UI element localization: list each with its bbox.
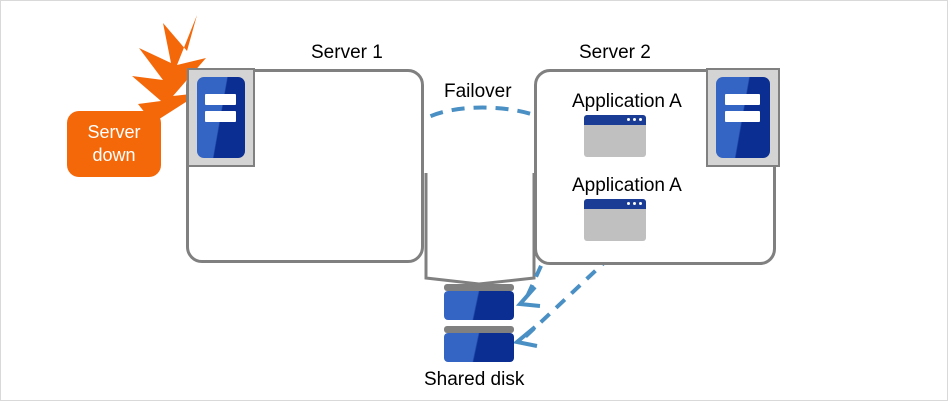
server-icon-body bbox=[716, 77, 770, 158]
server-icon-bar bbox=[204, 111, 237, 122]
disk-top-bar bbox=[444, 326, 514, 333]
application-window-icon[interactable] bbox=[584, 199, 646, 241]
server-down-line2: down bbox=[92, 145, 136, 165]
application-window-icon[interactable] bbox=[584, 115, 646, 157]
failover-label: Failover bbox=[444, 81, 512, 102]
disk-top-bar bbox=[444, 284, 514, 291]
server-icon-bar bbox=[724, 94, 761, 105]
server-icon-body bbox=[197, 77, 245, 158]
access-arrowhead-1 bbox=[515, 285, 541, 308]
disk-body bbox=[444, 333, 514, 362]
link-server2-to-disk bbox=[478, 173, 536, 286]
window-dot bbox=[633, 118, 636, 121]
server-icon bbox=[706, 68, 780, 167]
server-icon-bar bbox=[204, 94, 237, 105]
window-controls bbox=[627, 118, 642, 121]
window-dot bbox=[633, 202, 636, 205]
server2-title: Server 2 bbox=[579, 42, 651, 63]
server-icon bbox=[187, 68, 255, 167]
window-dot bbox=[639, 202, 642, 205]
link-server1-to-disk bbox=[424, 173, 480, 286]
window-titlebar bbox=[584, 199, 646, 209]
server1-title: Server 1 bbox=[311, 42, 383, 63]
application-label: Application A bbox=[572, 175, 682, 196]
shared-disk-icon[interactable] bbox=[444, 284, 514, 364]
window-titlebar bbox=[584, 115, 646, 125]
window-controls bbox=[627, 202, 642, 205]
server-down-line1: Server bbox=[87, 122, 141, 142]
disk-body bbox=[444, 291, 514, 320]
application-label: Application A bbox=[572, 91, 682, 112]
server-down-callout: Server down bbox=[67, 111, 161, 177]
window-dot bbox=[627, 202, 630, 205]
window-dot bbox=[627, 118, 630, 121]
server-icon-bar bbox=[724, 111, 761, 122]
window-dot bbox=[639, 118, 642, 121]
shared-disk-label: Shared disk bbox=[424, 369, 525, 390]
failover-arrow bbox=[411, 105, 550, 131]
access-arrowhead-2 bbox=[512, 325, 538, 348]
disk-unit bbox=[444, 326, 514, 362]
disk-unit bbox=[444, 284, 514, 320]
